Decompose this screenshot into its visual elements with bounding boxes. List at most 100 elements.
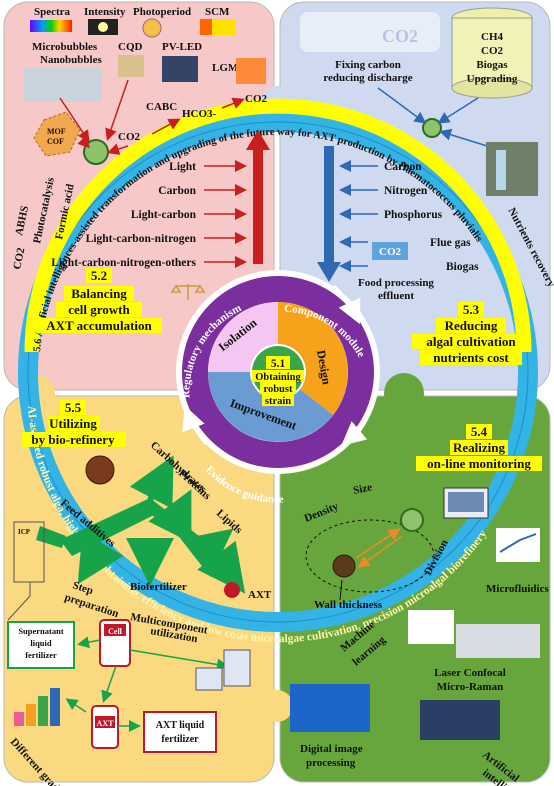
water-flow-icon [496, 150, 506, 190]
arrow-biogas-upgrading [437, 97, 479, 124]
label-co2-a: CO2 [118, 131, 141, 143]
red-cell-icon [85, 455, 115, 485]
label-biogas-tank: Biogas [476, 59, 508, 71]
label-biofertilizer: Biofertilizer [130, 581, 187, 593]
label-cabc: CABC [146, 101, 177, 113]
label-laser-confocal: Laser Confocal [434, 667, 506, 679]
arrow-cycle-up [355, 528, 401, 559]
section-5-2-line1-bg [64, 286, 134, 301]
sky-image [300, 12, 440, 52]
label-effluent: effluent [378, 290, 414, 302]
grade-chart-icon [14, 688, 60, 726]
arrow-to-grade [65, 698, 87, 713]
core-line2-bg [260, 382, 296, 394]
balance-icon [170, 284, 206, 300]
cell-bottle-label-bg [104, 624, 126, 636]
photoperiod-icon [142, 18, 162, 38]
label-icp: ICP [18, 528, 31, 536]
section-5-3-line2: algal cultivation [426, 334, 516, 349]
label-fixing-carbon: Fixing carbon [335, 59, 401, 71]
section-5-4-number-bg [466, 424, 492, 439]
digital-image-processing-image [290, 684, 370, 732]
lab-instrument-icon [223, 649, 251, 687]
arrow-feed-additives [77, 530, 124, 585]
co2-box-icon [372, 242, 408, 260]
label-mof: MOF [47, 127, 66, 136]
label-food-processing: Food processing [358, 277, 434, 289]
section-5-4-number: 5.4 [471, 424, 488, 439]
lgm-image [236, 58, 266, 84]
label-scm: SCM [205, 6, 230, 18]
scm-icon-part [200, 19, 212, 35]
red-vertical-arrow [253, 146, 263, 264]
arrow-bubbles [59, 97, 90, 143]
section-5-4-line2: on-line monitoring [427, 456, 531, 471]
label-lgm: LGM [212, 62, 239, 74]
arrow-multicomponent [129, 649, 229, 671]
monitor-screen-icon [448, 492, 484, 512]
label-ch4: CH4 [481, 31, 504, 43]
label-size: Size [352, 481, 373, 497]
sector-design [278, 302, 348, 415]
section-5-2-line1: Balancing [71, 286, 127, 301]
intensity-light-icon [98, 22, 108, 32]
leader-wall-thickness [339, 579, 343, 601]
ai-robot-image [420, 700, 500, 740]
microfluidics-image [496, 528, 540, 562]
label-axt-bottle: AXT [97, 719, 115, 728]
label-axt: AXT [248, 589, 272, 601]
section-5-2-line2: cell growth [68, 302, 130, 317]
co2-box-text: CO2 [379, 246, 402, 258]
resource-item-3: Flue gas [430, 237, 471, 249]
core-line2: robust [264, 384, 293, 395]
core-number: 5.1 [271, 358, 286, 370]
algae-cell-top-right [422, 118, 442, 138]
label-cof: COF [47, 137, 64, 146]
microfluidics-channel-icon [499, 533, 537, 553]
label-supernatant: Supernatant [18, 626, 64, 636]
label-spectra: Spectra [34, 6, 71, 18]
core-line3-bg [262, 394, 294, 406]
blue-vertical-arrow [324, 146, 334, 264]
label-microfluidics: Microfluidics [486, 583, 549, 595]
cell-thick-wall-icon [332, 554, 356, 578]
top-left-input-list: LightCarbonLight-carbonLight-carbon-nitr… [51, 160, 247, 269]
arrow-fixing-carbon [377, 87, 427, 124]
cqd-image [118, 55, 144, 77]
section-5-2-line2-bg [56, 302, 142, 317]
section-5-3-line1-bg [436, 318, 506, 333]
ring-highlight-band [24, 98, 532, 353]
resource-item-2: Phosphorus [384, 209, 443, 221]
icp-apparatus-icon [13, 521, 45, 583]
arrow-proteins [148, 489, 192, 543]
cycle-arrow-bottom-right [341, 419, 368, 446]
label-reducing-discharge: reducing discharge [323, 72, 412, 84]
label-micro-raman: Micro-Raman [437, 681, 503, 693]
input-item-4: Light-carbon-nitrogen-others [51, 257, 196, 269]
cell-green-icon [400, 508, 424, 532]
mof-cof-icon [33, 111, 81, 157]
section-5-5-line1-bg [48, 416, 100, 431]
input-item-1: Carbon [158, 185, 196, 197]
section-5-3-line3: nutrients cost [433, 350, 509, 365]
section-5-2-line3: AXT accumulation [46, 318, 152, 333]
section-5-5-line2: by bio-refinery [31, 432, 115, 447]
section-5-2-line3-bg [36, 318, 162, 333]
arrow-cycle-down [357, 535, 403, 568]
cycle-arrow-bottom-left [182, 405, 208, 445]
icp-tube-icon [7, 582, 31, 621]
core-line1-bg [252, 370, 304, 382]
section-5-5-line2-bg [22, 432, 126, 447]
axt-liquid-box [143, 711, 217, 753]
biogas-tank-bottom [451, 77, 533, 99]
input-item-2: Light-carbon [131, 209, 197, 221]
section-5-3-line2-bg [412, 334, 530, 349]
red-vertical-arrowhead [246, 130, 270, 150]
input-item-3: Light-carbon-nitrogen [86, 233, 197, 245]
label-cqd: CQD [118, 41, 143, 53]
label-digital-image: Digital image [300, 743, 363, 755]
co2-cloud-text: CO2 [382, 26, 418, 46]
section-5-3-line3-bg [420, 350, 522, 365]
